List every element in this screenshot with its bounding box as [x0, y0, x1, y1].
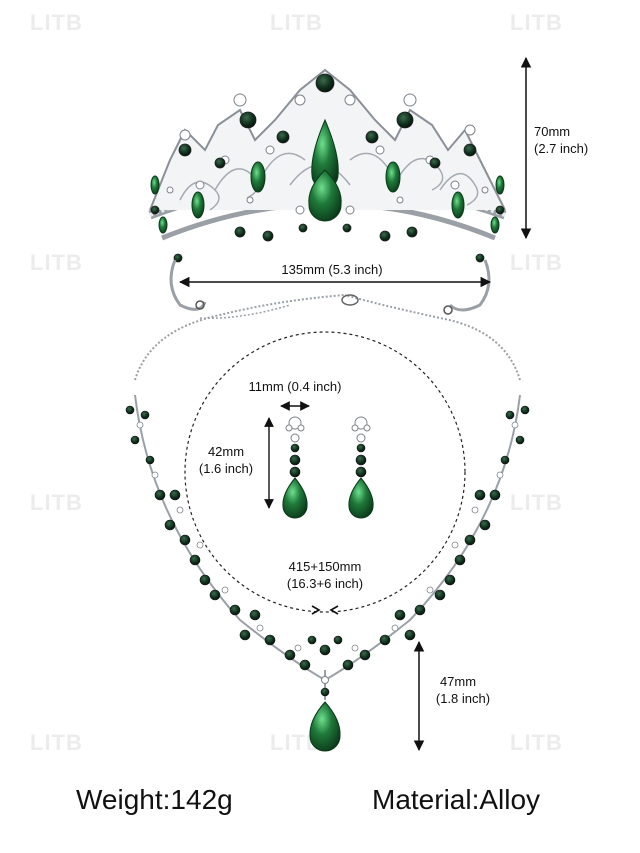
weight-spec: Weight:142g [76, 784, 233, 815]
earring-width-label: 11mm (0.4 inch) [248, 379, 342, 394]
watermark: LITB [30, 490, 83, 515]
pendant-height-inch-label: (1.8 inch) [435, 691, 491, 706]
necklace [125, 294, 530, 752]
crown-width-label: 135mm (5.3 inch) [281, 262, 383, 277]
material-spec: Material:Alloy [372, 784, 541, 815]
watermark: LITB [30, 730, 83, 755]
pendant-height-label: 47mm [439, 674, 477, 689]
earring-height-label: 42mm [207, 444, 245, 459]
crown-tiara [148, 68, 507, 315]
crown-height-inch-label: (2.7 inch) [534, 141, 589, 156]
watermark: LITB [30, 250, 83, 275]
crown-height-label: 70mm [534, 124, 571, 139]
necklace-length-inch-label: (16.3+6 inch) [286, 576, 364, 591]
earrings [282, 416, 374, 519]
necklace-length-circle [184, 331, 466, 613]
watermark: LITB [510, 10, 563, 35]
earring-height-inch-label: (1.6 inch) [198, 461, 254, 476]
watermark: LITB [510, 730, 563, 755]
watermark: LITB [510, 250, 563, 275]
necklace-length-label: 415+150mm [288, 559, 362, 574]
watermark: LITB [510, 490, 563, 515]
watermark: LITB [270, 10, 323, 35]
watermark: LITB [30, 10, 83, 35]
